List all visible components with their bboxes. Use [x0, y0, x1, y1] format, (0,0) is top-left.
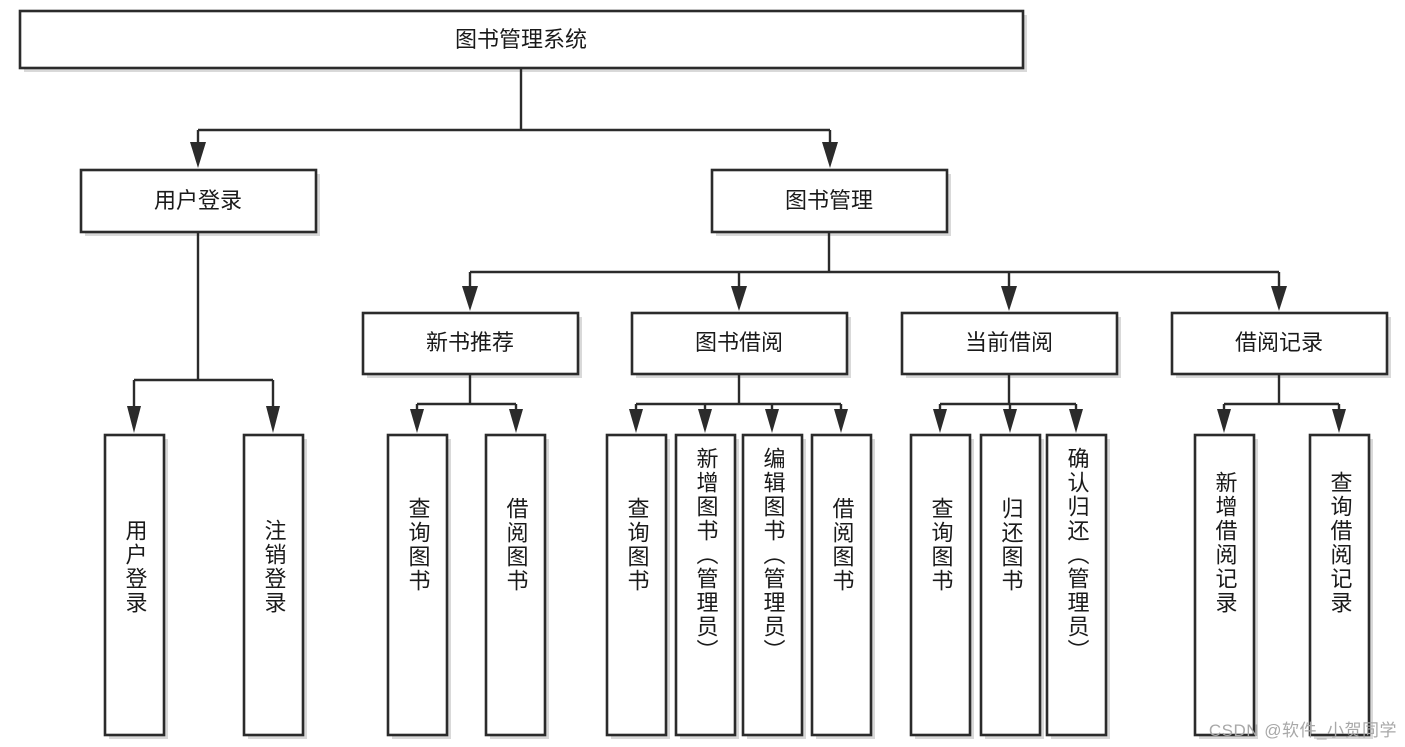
node-borrow-record[interactable]: 借阅记录	[1170, 311, 1391, 378]
arrow-head-icon	[266, 406, 280, 433]
leaf-box-confirm-return[interactable]	[1045, 433, 1108, 737]
node-new-book-recommend[interactable]: 新书推荐	[361, 311, 582, 378]
arrow-head-icon	[190, 142, 206, 168]
arrow-head-icon	[822, 142, 838, 168]
connector-user-login-to-leaves	[127, 232, 280, 433]
arrow-head-icon	[410, 409, 424, 433]
arrow-head-icon	[1003, 409, 1017, 433]
leaf-box-query-record[interactable]	[1308, 433, 1371, 737]
user-login-label: 用户登录	[154, 188, 242, 213]
book-manage-box[interactable]	[710, 168, 949, 234]
arrow-head-icon	[1001, 286, 1017, 311]
arrow-head-icon	[1217, 409, 1231, 433]
arrow-head-icon	[509, 409, 523, 433]
borrow-record-box[interactable]	[1170, 311, 1389, 376]
current-borrow-label: 当前借阅	[965, 330, 1053, 355]
node-current-borrow[interactable]: 当前借阅	[900, 311, 1121, 378]
watermark: CSDN @软件_小贺同学	[1208, 721, 1397, 740]
new-book-recommend-label: 新书推荐	[426, 330, 514, 355]
connector-book-manage-to-level3	[462, 232, 1287, 311]
user-login-box[interactable]	[79, 168, 318, 234]
current-borrow-box[interactable]	[900, 311, 1119, 376]
node-book-borrow[interactable]: 图书借阅	[630, 311, 851, 378]
leaf-box-add-record[interactable]	[1193, 433, 1256, 737]
root-label: 图书管理系统	[455, 27, 587, 52]
connector-current-borrow-to-leaves	[933, 374, 1083, 433]
leaf-box-logout-login[interactable]	[242, 433, 305, 737]
leaf-box-query-book-1[interactable]	[386, 433, 449, 737]
arrow-head-icon	[127, 406, 141, 433]
leaf-box-user-login[interactable]	[103, 433, 166, 737]
leaf-boxes	[103, 433, 1373, 739]
arrow-head-icon	[731, 286, 747, 311]
connector-new-book-recommend-to-leaves	[410, 374, 523, 433]
arrow-head-icon	[933, 409, 947, 433]
arrow-head-icon	[765, 409, 779, 433]
leaf-box-query-book-3[interactable]	[909, 433, 972, 737]
leaf-box-add-book[interactable]	[674, 433, 737, 737]
leaf-box-query-book-2[interactable]	[605, 433, 668, 737]
arrow-head-icon	[629, 409, 643, 433]
borrow-record-label: 借阅记录	[1235, 330, 1323, 355]
leaf-box-borrow-book-1[interactable]	[484, 433, 547, 737]
arrow-head-icon	[1271, 286, 1287, 311]
book-manage-label: 图书管理	[785, 188, 873, 213]
node-root[interactable]: 图书管理系统	[18, 9, 1027, 72]
leaf-box-return-book[interactable]	[979, 433, 1042, 737]
arrow-head-icon	[1069, 409, 1083, 433]
arrow-head-icon	[834, 409, 848, 433]
root-box[interactable]	[18, 9, 1025, 70]
new-book-recommend-box[interactable]	[361, 311, 580, 376]
node-user-login[interactable]: 用户登录	[79, 168, 320, 236]
arrow-head-icon	[1332, 409, 1346, 433]
connector-root-to-level2	[190, 68, 838, 168]
connector-borrow-record-to-leaves	[1217, 374, 1346, 433]
arrow-head-icon	[462, 286, 478, 311]
leaf-box-borrow-book-2[interactable]	[810, 433, 873, 737]
book-borrow-label: 图书借阅	[695, 330, 783, 355]
leaf-box-edit-book[interactable]	[741, 433, 804, 737]
connector-book-borrow-to-leaves	[629, 374, 848, 433]
node-book-manage[interactable]: 图书管理	[710, 168, 951, 236]
arrow-head-icon	[698, 409, 712, 433]
